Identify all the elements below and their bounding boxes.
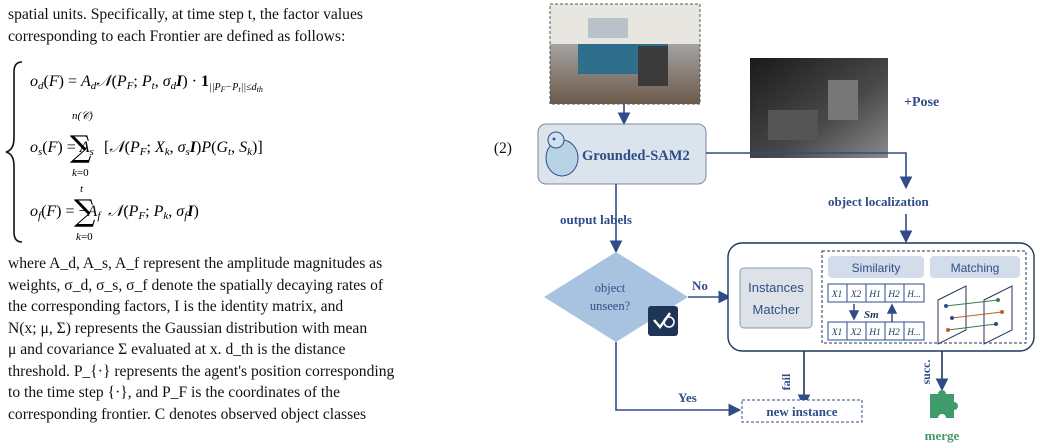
svg-text:𝒩(PF; Pk, σfI): 𝒩(PF; Pk, σfI) <box>108 203 199 222</box>
matcher-line-1: Instances <box>748 280 804 295</box>
def-line: threshold. P_{·} represents the agent's … <box>8 361 516 383</box>
decision-line-1: object <box>595 281 626 295</box>
decision-line-2: unseen? <box>590 299 631 313</box>
feature-cell: H... <box>906 289 920 299</box>
svg-text:k=0: k=0 <box>76 231 93 243</box>
rgb-observation-image <box>550 4 700 104</box>
feature-cell: X2 <box>850 328 862 338</box>
output-labels-label: output labels <box>560 212 632 227</box>
svg-text:∑: ∑ <box>74 194 96 229</box>
equation-2: od(F) = Ad𝒩(PF; Pt, σdI) · 1||PF−Pt||≤dt… <box>0 56 520 246</box>
feature-cell: H2 <box>887 290 900 300</box>
feature-cell: H1 <box>868 328 881 338</box>
svg-text:k=0: k=0 <box>72 167 89 179</box>
pipeline-figure: +Pose Grounded-SAM2 object localization … <box>528 0 1042 447</box>
paragraph-definitions: where A_d, A_s, A_f represent the amplit… <box>8 253 516 425</box>
def-line: weights, σ_d, σ_s, σ_f denote the spatia… <box>8 275 516 297</box>
def-line: where A_d, A_s, A_f represent the amplit… <box>8 253 516 275</box>
object-unseen-decision: object unseen? <box>544 252 688 342</box>
yes-label: Yes <box>678 390 697 405</box>
feature-cell: X1 <box>831 328 843 338</box>
intro-line-1: spatial units. Specifically, at time ste… <box>8 4 516 26</box>
svg-text:[𝒩(PF; Xk, σsI)P(Gt, Sk)]: [𝒩(PF; Xk, σsI)P(Gt, Sk)] <box>104 139 263 158</box>
fail-label: fail <box>779 373 793 390</box>
def-line: corresponding frontier. C denotes observ… <box>8 404 516 426</box>
sm-label: Sm <box>864 309 879 321</box>
feature-cell: X1 <box>831 290 843 300</box>
feature-cell: H... <box>906 327 920 337</box>
puzzle-merge-icon <box>930 390 958 418</box>
sam-label: Grounded-SAM2 <box>582 148 690 164</box>
object-localization-label: object localization <box>828 194 929 209</box>
instances-matcher-box: Instances Matcher <box>740 268 812 328</box>
def-line: to the time step {·}, and P_F is the coo… <box>8 382 516 404</box>
equation-number: (2) <box>494 140 512 158</box>
merge-label: merge <box>925 428 960 443</box>
similarity-label: Similarity <box>852 261 901 275</box>
succ-label: succ. <box>919 360 933 385</box>
paragraph-intro: spatial units. Specifically, at time ste… <box>8 4 516 47</box>
feature-cell: H1 <box>868 290 881 300</box>
new-instance-label: new instance <box>766 404 837 419</box>
svg-text:od(F) = Ad𝒩(PF; Pt, σdI) · 1|: od(F) = Ad𝒩(PF; Pt, σdI) · 1||PF−Pt||≤dt… <box>30 73 263 94</box>
matcher-line-2: Matcher <box>753 302 801 317</box>
def-line: μ and covariance Σ evaluated at x. d_th … <box>8 339 516 361</box>
svg-text:n(𝒞): n(𝒞) <box>72 110 93 122</box>
no-label: No <box>692 278 708 293</box>
svg-text:∑: ∑ <box>70 130 92 165</box>
feature-cell: X2 <box>850 290 862 300</box>
paper-text-column: spatial units. Specifically, at time ste… <box>0 0 520 447</box>
matching-label: Matching <box>951 261 1000 275</box>
depth-image <box>750 58 888 158</box>
intro-line-2: corresponding to each Frontier are defin… <box>8 26 516 48</box>
check-search-icon <box>648 306 678 336</box>
pose-label: +Pose <box>904 95 939 110</box>
def-line: the corresponding factors, I is the iden… <box>8 296 516 318</box>
def-line: N(x; μ, Σ) represents the Gaussian distr… <box>8 318 516 340</box>
grounded-sam2-box: Grounded-SAM2 <box>538 124 706 184</box>
feature-cell: H2 <box>887 328 900 338</box>
